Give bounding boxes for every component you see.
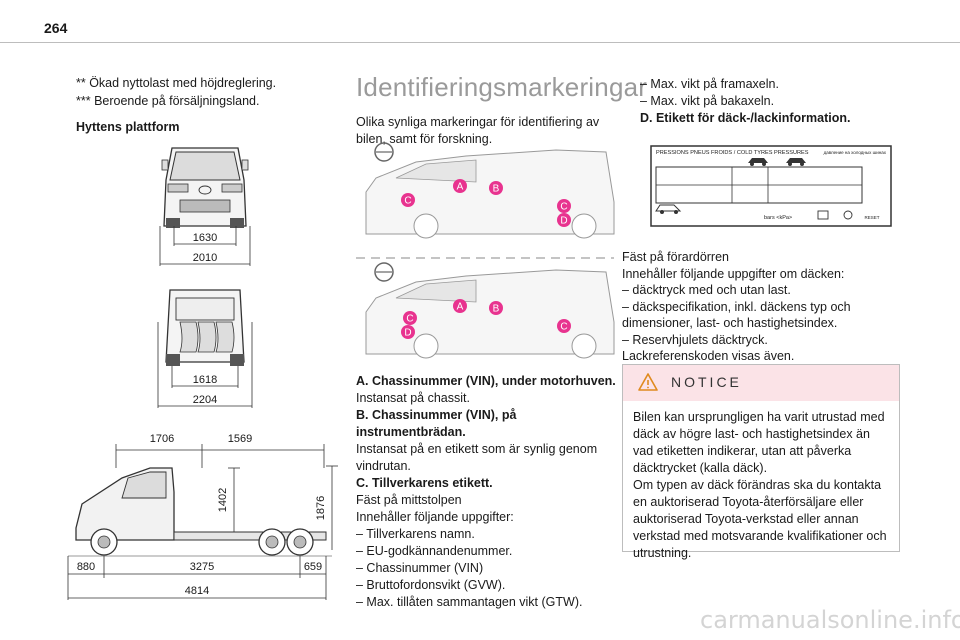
- van-top-illustration: A B C C D: [365, 142, 615, 239]
- rear-inner-width: 1618: [193, 374, 217, 386]
- total-length-dim: 4814: [185, 585, 209, 597]
- page-title: Identifieringsmarkeringar: [356, 72, 648, 102]
- right-column-top: – Max. vikt på framaxeln. – Max. vikt på…: [640, 76, 902, 127]
- height-dim-1: 1402: [217, 488, 229, 512]
- notice-box: NOTICE Bilen kan ursprungligen ha varit …: [622, 364, 900, 560]
- loaded-car-icon: [786, 158, 806, 166]
- svg-text:A: A: [457, 182, 464, 193]
- svg-text:C: C: [560, 322, 567, 333]
- marker-d-icon: [557, 213, 571, 227]
- marker-a-icon: [453, 179, 467, 193]
- section-d-text-3: Lackreferenskoden visas även.: [622, 349, 795, 363]
- notice-title: NOTICE: [671, 374, 742, 390]
- front-outer-width: 2010: [193, 252, 217, 264]
- top-divider: [0, 42, 960, 43]
- svg-text:B: B: [493, 304, 500, 315]
- tyre-label-header: PRESSIONS PNEUS FROIDS / COLD TYRES PRES…: [656, 150, 809, 156]
- rear-overhang-dim: 659: [304, 561, 322, 573]
- marker-b-icon: [489, 181, 503, 195]
- svg-text:A: A: [457, 302, 464, 313]
- rear-outer-width: 2204: [193, 394, 217, 406]
- height-dim-2: 1876: [315, 496, 327, 520]
- list-item: – EU-godkännandenummer.: [356, 544, 513, 558]
- middle-column: Identifieringsmarkeringar Olika synliga …: [356, 72, 648, 148]
- page-number: 264: [44, 20, 68, 36]
- spare-wheel-car-icon: [655, 204, 682, 214]
- section-c-text-1: Fäst på mittstolpen: [356, 493, 462, 507]
- steering-wheel-icon: [374, 262, 394, 282]
- marker-b-icon: [489, 301, 503, 315]
- marker-c-icon: [557, 319, 571, 333]
- front-inner-width: 1630: [193, 232, 217, 244]
- side-view-figure: 1706 1569 1402 1876 880 3275 659 4814: [67, 433, 338, 600]
- tyre-label-reset: RESET: [864, 215, 879, 220]
- svg-text:C: C: [560, 202, 567, 213]
- front-top-dim: 1706: [150, 433, 174, 445]
- section-c-heading: C. Tillverkarens etikett.: [356, 476, 493, 490]
- list-item: – däcktryck med och utan last.: [622, 283, 791, 297]
- section-d-text-1: Fäst på förardörren: [622, 250, 729, 264]
- car-icon: [748, 158, 768, 166]
- manual-book-icon: [817, 210, 829, 220]
- marker-c-icon: [401, 193, 415, 207]
- list-item: – Bruttofordonsvikt (GVW).: [356, 578, 506, 592]
- svg-text:B: B: [493, 184, 500, 195]
- section-b-heading: B. Chassinummer (VIN), på instrumentbräd…: [356, 408, 517, 439]
- list-item: – Tillverkarens namn.: [356, 527, 475, 541]
- marker-c-icon: [557, 199, 571, 213]
- vin-location-figure: A B C C D A B C D C: [356, 142, 615, 359]
- list-item: – Max. tillåten sammantagen vikt (GTW).: [356, 595, 583, 609]
- wheelbase-dim: 3275: [190, 561, 214, 573]
- tyre-label-units: bars <kPa>: [764, 215, 792, 221]
- list-item: – Max. vikt på bakaxeln.: [640, 94, 775, 108]
- footnote-2: *** Beroende på försäljningsland.: [76, 94, 260, 108]
- watermark: carmanualsonline.info: [700, 606, 960, 634]
- notice-paragraph-2: Om typen av däck förändras ska du kontak…: [633, 478, 887, 560]
- notice-paragraph-1: Bilen kan ursprungligen ha varit utrusta…: [633, 410, 885, 475]
- tyre-pressure-label-figure: PRESSIONS PNEUS FROIDS / COLD TYRES PRES…: [650, 145, 892, 227]
- van-bottom-illustration: A B C D C: [365, 262, 615, 359]
- marker-c-icon: [403, 311, 417, 325]
- warning-icon: [638, 373, 658, 391]
- tpms-icon: [843, 210, 853, 220]
- footnote-1: ** Ökad nyttolast med höjdreglering.: [76, 76, 277, 90]
- left-column: ** Ökad nyttolast med höjdreglering. ***…: [76, 74, 326, 136]
- list-item: – Chassinummer (VIN): [356, 561, 484, 575]
- section-d-heading: D. Etikett för däck-/lackinformation.: [640, 111, 851, 125]
- section-heading: Hyttens plattform: [76, 120, 180, 134]
- section-c-text-2: Innehåller följande uppgifter:: [356, 510, 514, 524]
- intro-text: Olika synliga markeringar för identifier…: [356, 115, 600, 146]
- tyre-label-description: Fäst på förardörren Innehåller följande …: [622, 249, 902, 365]
- list-item: – Reservhjulets däcktryck.: [622, 332, 768, 347]
- section-d-text-2: Innehåller följande uppgifter om däcken:: [622, 266, 845, 281]
- marker-d-icon: [401, 325, 415, 339]
- vin-descriptions: A. Chassinummer (VIN), under motorhuven.…: [356, 373, 616, 611]
- steering-wheel-icon: [374, 142, 394, 162]
- notice-header: NOTICE: [623, 365, 899, 401]
- marker-a-icon: [453, 299, 467, 313]
- section-a-heading: A. Chassinummer (VIN), under motorhuven.: [356, 374, 616, 388]
- tyre-label-header-ru: давление на холодных шинах: [824, 150, 887, 155]
- rear-top-dim: 1569: [228, 433, 252, 445]
- svg-text:C: C: [406, 314, 413, 325]
- front-overhang-dim: 880: [77, 561, 95, 573]
- svg-text:D: D: [404, 328, 411, 339]
- svg-text:D: D: [560, 216, 567, 227]
- svg-text:C: C: [404, 196, 411, 207]
- list-item: – däckspecifikation, inkl. däckens typ o…: [622, 299, 851, 331]
- section-a-text: Instansat på chassit.: [356, 391, 470, 405]
- front-view-figure: 1630 2010: [159, 147, 251, 266]
- rear-view-figure: 1618 2204: [157, 289, 253, 408]
- section-b-text: Instansat på en etikett som är synlig ge…: [356, 442, 598, 473]
- list-item: – Max. vikt på framaxeln.: [640, 77, 779, 91]
